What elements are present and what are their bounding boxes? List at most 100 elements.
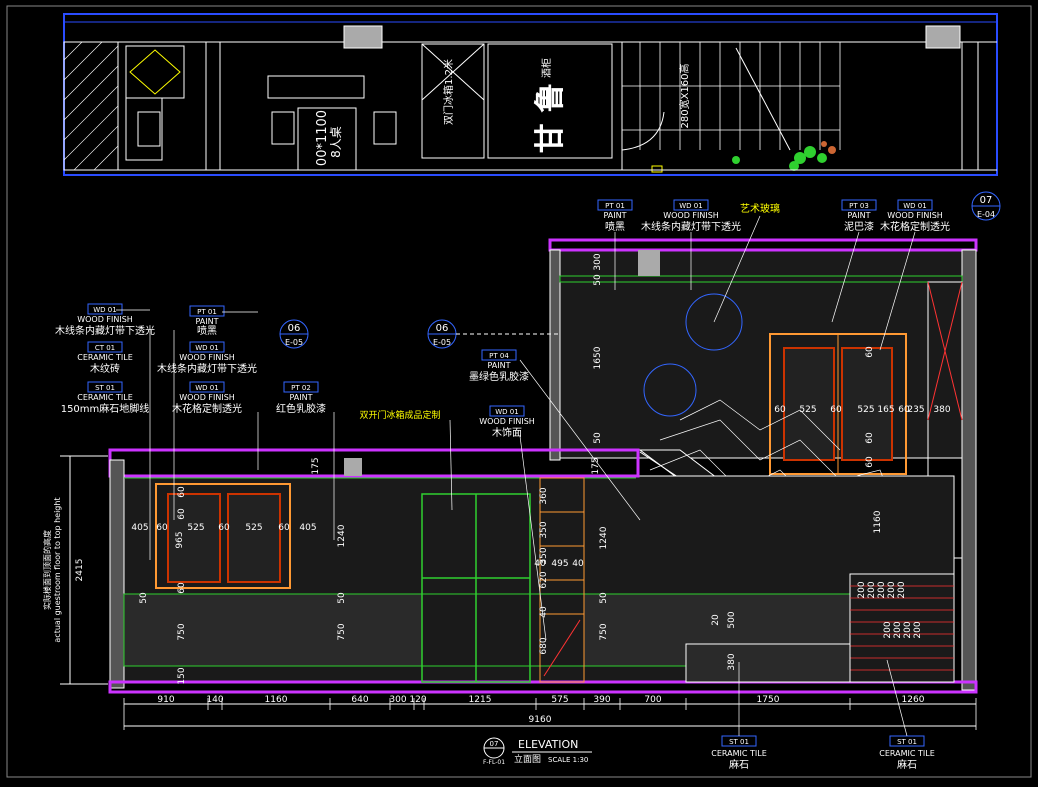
art-glass-circle (685, 293, 743, 351)
plan-door-label: 双门冰箱1.2米 (442, 59, 455, 125)
svg-text:235: 235 (907, 405, 924, 415)
title-cn: 立面图 (514, 753, 541, 765)
lower-ceiling-gap (344, 458, 362, 476)
stair-step-block (849, 573, 955, 683)
svg-text:40: 40 (534, 559, 546, 569)
wine-shelf-diag (543, 619, 581, 677)
callout-st01-left: ST 01 CERAMIC TILE 150mm麻石地脚线 (61, 381, 149, 415)
svg-text:200: 200 (857, 581, 867, 598)
svg-text:CERAMIC TILE: CERAMIC TILE (711, 749, 767, 758)
plan-diamond (129, 49, 181, 95)
dim-640: 640 (351, 695, 368, 705)
svg-text:PAINT: PAINT (289, 393, 312, 402)
svg-text:WD 01: WD 01 (195, 344, 218, 352)
svg-text:泥巴漆: 泥巴漆 (844, 220, 874, 233)
section-mark-1: 06 E-05 (279, 319, 309, 349)
plan-cabinet-label: 酒柜 (540, 58, 553, 78)
svg-text:WD 01: WD 01 (903, 202, 926, 210)
upper-ceiling-gap (638, 250, 660, 276)
wine-shelf-levels (540, 511, 584, 615)
svg-text:40: 40 (539, 606, 549, 618)
svg-text:actual guestroom floor to top: actual guestroom floor to top height (53, 497, 62, 642)
svg-text:380: 380 (933, 405, 950, 415)
svg-text:680: 680 (539, 637, 549, 654)
svg-text:WOOD FINISH: WOOD FINISH (179, 393, 235, 402)
callout-art-glass: 艺术玻璃 (740, 202, 780, 215)
plan-stair-arrow (735, 47, 791, 151)
callout-wd01-left: WD 01 WOOD FINISH 木线条内藏灯带下透光 (55, 303, 155, 337)
plant-icon (732, 141, 836, 171)
svg-text:07: 07 (980, 195, 993, 206)
plan-chair-left (271, 111, 295, 145)
svg-text:WOOD FINISH: WOOD FINISH (479, 417, 535, 426)
svg-text:ST 01: ST 01 (897, 738, 917, 746)
svg-text:06: 06 (288, 323, 301, 334)
svg-text:WD 01: WD 01 (679, 202, 702, 210)
svg-text:E-05: E-05 (285, 338, 303, 347)
svg-text:WOOD FINISH: WOOD FINISH (663, 211, 719, 220)
callout-st01-bottom-1: ST 01 CERAMIC TILE 麻石 (711, 735, 767, 771)
svg-text:WD 01: WD 01 (495, 408, 518, 416)
plan-column-1 (343, 25, 383, 49)
plan-outline (63, 13, 998, 176)
svg-text:500: 500 (727, 611, 737, 628)
svg-text:350: 350 (539, 547, 549, 564)
svg-text:60: 60 (865, 432, 875, 444)
svg-text:525: 525 (245, 523, 262, 533)
height-dimension: 实际楼面到顶面的高度 actual guestroom floor to top… (42, 455, 108, 685)
svg-text:CERAMIC TILE: CERAMIC TILE (77, 353, 133, 362)
svg-text:60: 60 (830, 405, 842, 415)
plan-vertical-note: 280宽X160高 (678, 63, 691, 128)
svg-text:麻石: 麻石 (729, 758, 749, 771)
svg-text:60: 60 (278, 523, 290, 533)
svg-text:WD 01: WD 01 (93, 306, 116, 314)
title-scale: SCALE 1:30 (548, 756, 588, 764)
svg-text:200: 200 (893, 621, 903, 638)
svg-text:50: 50 (599, 592, 609, 604)
plan-table-label-2: 8人桌 (329, 126, 343, 158)
svg-text:木饰面: 木饰面 (492, 426, 522, 439)
svg-text:E-04: E-04 (977, 210, 995, 219)
cabinet-cross-2 (927, 281, 963, 421)
svg-text:PAINT: PAINT (847, 211, 870, 220)
svg-text:50: 50 (139, 592, 149, 604)
callout-st01-bottom-2: ST 01 CERAMIC TILE 麻石 (879, 735, 935, 771)
callouts: PAINT 喷黑 PT 01 WD 01 WOOD FINISH 木线条内藏灯带… (55, 199, 950, 771)
plan-sink-area (125, 97, 163, 161)
plan-diamond-box (125, 45, 185, 99)
svg-text:木纹砖: 木纹砖 (90, 362, 120, 375)
svg-text:木花格定制透光: 木花格定制透光 (172, 402, 242, 415)
svg-text:60: 60 (865, 346, 875, 358)
svg-text:PAINT: PAINT (603, 211, 626, 220)
svg-text:200: 200 (897, 581, 907, 598)
plan-sink (137, 111, 161, 147)
svg-text:165: 165 (877, 405, 894, 415)
floor-plan: 00*1100 8人桌 双门冰箱1.2米 酒柜 甘 鲁 280宽X160高 (63, 13, 998, 176)
plan-block-glyph: 甘 鲁 (533, 83, 568, 153)
callout-wd01-top: WD 01 WOOD FINISH 木线条内藏灯带下透光 (641, 199, 741, 233)
svg-text:380: 380 (727, 653, 737, 670)
upper-wall-panel (559, 249, 963, 459)
callout-wd01-mid-2: WD 01 WOOD FINISH 木花格定制透光 (172, 381, 242, 415)
svg-text:60: 60 (156, 523, 168, 533)
svg-text:PT 01: PT 01 (197, 308, 217, 316)
window-pane-left-2 (227, 493, 281, 583)
svg-text:60: 60 (865, 456, 875, 468)
upper-column-left (549, 249, 561, 461)
dim-1750: 1750 (757, 695, 780, 705)
svg-text:175: 175 (311, 457, 321, 474)
svg-text:1160: 1160 (873, 510, 883, 533)
svg-text:WOOD FINISH: WOOD FINISH (179, 353, 235, 362)
svg-text:WOOD FINISH: WOOD FINISH (887, 211, 943, 220)
svg-text:CERAMIC TILE: CERAMIC TILE (77, 393, 133, 402)
elevation (108, 238, 978, 694)
svg-text:PT 04: PT 04 (489, 352, 509, 360)
title-sheet: F-FL-01 (483, 759, 505, 766)
plan-fridge (421, 43, 485, 159)
svg-text:墨绿色乳胶漆: 墨绿色乳胶漆 (469, 370, 529, 383)
svg-text:495: 495 (551, 559, 568, 569)
svg-text:木线条内藏灯带下透光: 木线条内藏灯带下透光 (55, 324, 155, 337)
svg-text:200: 200 (883, 621, 893, 638)
svg-text:200: 200 (903, 621, 913, 638)
